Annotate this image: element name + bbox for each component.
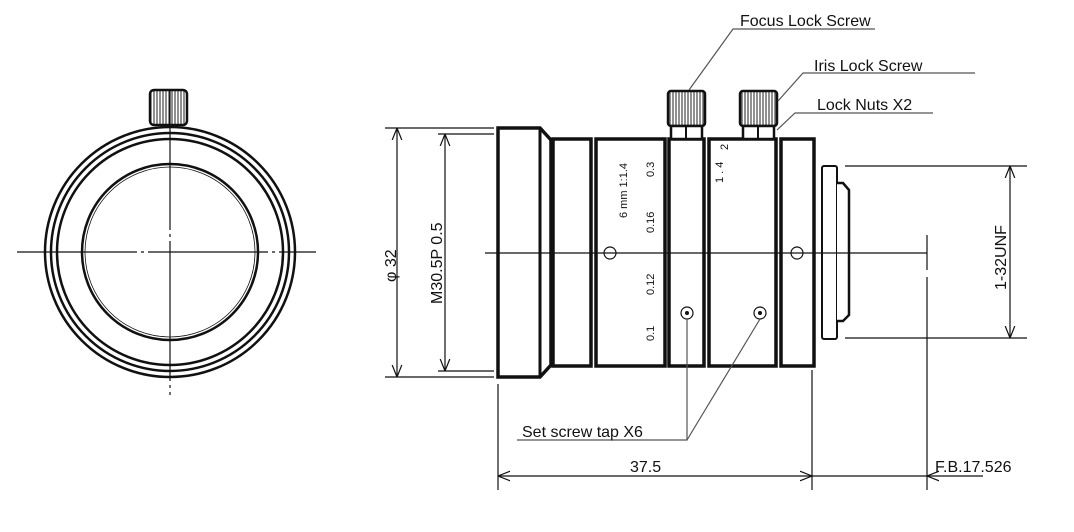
svg-text:0.16: 0.16 <box>645 212 657 233</box>
focal-marking: 6 mm 1:1.4 <box>618 163 630 218</box>
svg-text:2: 2 <box>719 144 731 150</box>
set-screw-label: Set screw tap X6 <box>522 424 643 441</box>
focus-lock-screw-label: Focus Lock Screw <box>740 13 871 30</box>
svg-text:1 . 4: 1 . 4 <box>714 162 726 183</box>
filter-thread-label: M30.5P 0.5 <box>429 222 446 304</box>
focus-lock-screw-icon <box>666 89 707 128</box>
iris-lock-screw-label: Iris Lock Screw <box>814 58 923 75</box>
front-knob-icon <box>148 88 189 127</box>
dimensions: φ 32 M30.5P 0.5 1-32UNF 37.5 F.B.17.526 <box>383 127 1027 490</box>
iris-lock-screw-icon <box>738 89 779 128</box>
length-label: 37.5 <box>630 459 661 476</box>
flange-back-label: F.B.17.526 <box>935 459 1012 476</box>
front-view <box>17 88 316 395</box>
outer-diameter-label: φ 32 <box>383 249 400 282</box>
svg-text:0.1: 0.1 <box>645 326 657 341</box>
mount-thread-label: 1-32UNF <box>993 225 1010 290</box>
lock-nuts-label: Lock Nuts X2 <box>817 97 912 114</box>
svg-text:0.12: 0.12 <box>645 274 657 295</box>
svg-text:0.3: 0.3 <box>645 162 657 177</box>
callouts: Focus Lock Screw Iris Lock Screw Lock Nu… <box>517 13 975 441</box>
